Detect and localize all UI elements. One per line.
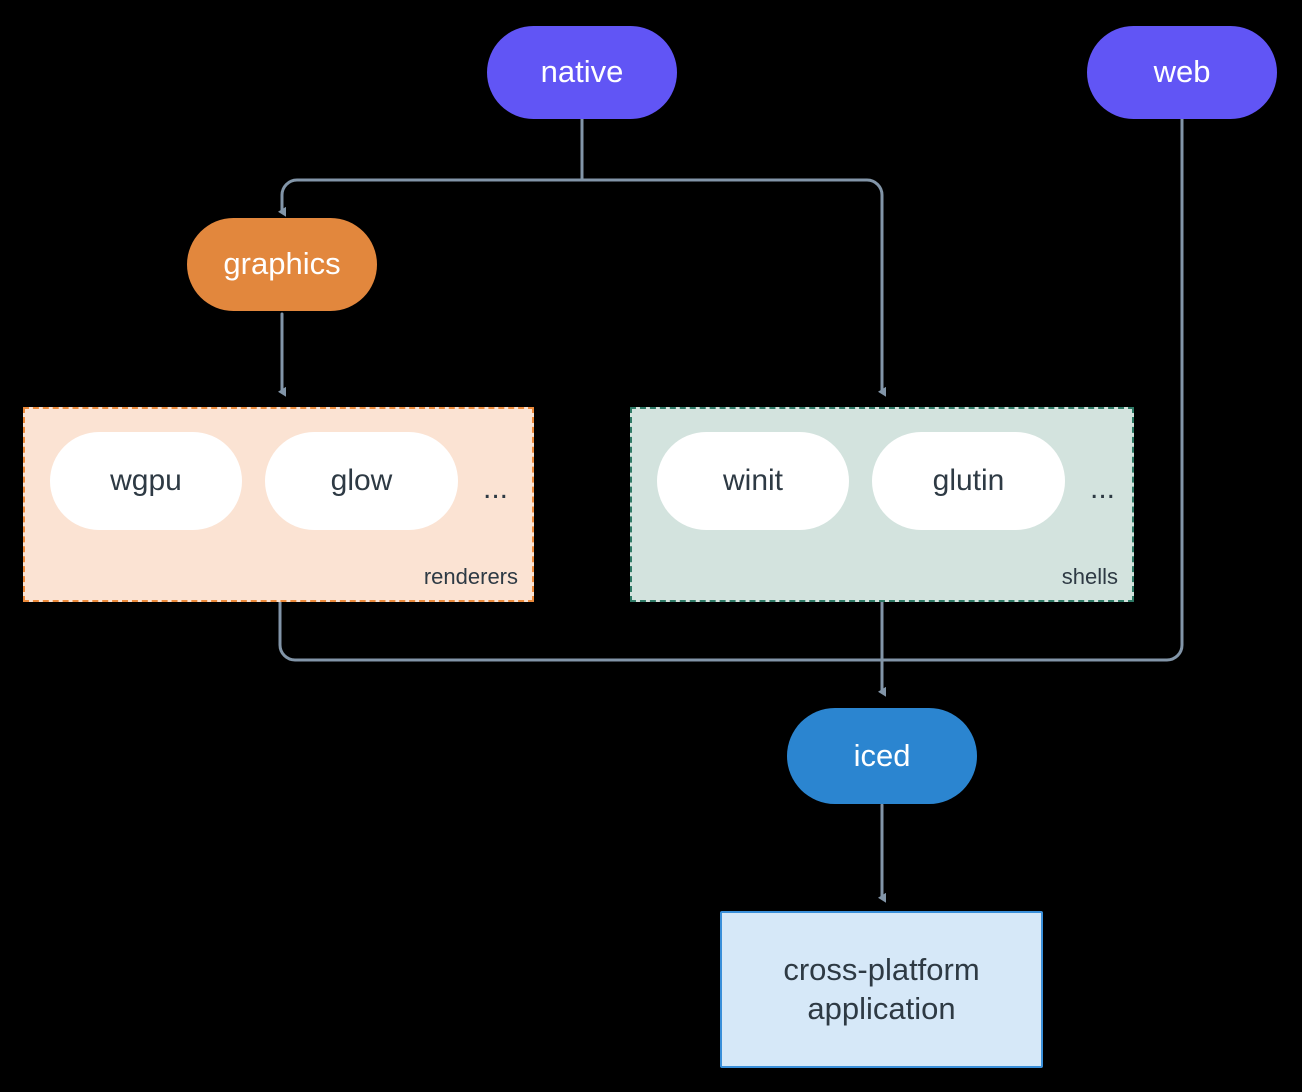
renderers-more-ellipsis: ... xyxy=(483,472,509,505)
group-shells: winit glutin ... shells xyxy=(630,407,1134,602)
leaf-glutin-label: glutin xyxy=(932,464,1005,497)
leaf-winit-label: winit xyxy=(722,464,783,497)
node-web[interactable]: web xyxy=(1087,26,1277,119)
group-renderers: wgpu glow ... renderers xyxy=(23,407,534,602)
node-application-line1: cross-platform xyxy=(783,951,980,987)
node-native[interactable]: native xyxy=(487,26,677,119)
group-shells-label: shells xyxy=(1061,564,1118,589)
leaf-wgpu-label: wgpu xyxy=(110,464,182,497)
edge-native-to-shells xyxy=(580,178,886,397)
node-graphics[interactable]: graphics xyxy=(187,218,377,311)
node-web-label: web xyxy=(1153,54,1211,90)
node-application[interactable]: cross-platform application xyxy=(720,911,1043,1068)
node-application-line2: application xyxy=(807,990,956,1026)
node-iced[interactable]: iced xyxy=(787,708,977,804)
leaf-glow[interactable]: glow xyxy=(265,432,458,530)
leaf-wgpu[interactable]: wgpu xyxy=(50,432,242,530)
leaf-winit[interactable]: winit xyxy=(657,432,849,530)
group-renderers-label: renderers xyxy=(423,564,518,589)
node-iced-label: iced xyxy=(853,737,911,773)
leaf-glow-label: glow xyxy=(330,464,393,497)
shells-more-ellipsis: ... xyxy=(1090,472,1116,505)
node-native-label: native xyxy=(540,54,624,90)
leaf-glutin[interactable]: glutin xyxy=(872,432,1065,530)
node-graphics-label: graphics xyxy=(223,246,341,282)
edge-native-to-graphics xyxy=(278,178,584,217)
edge-renderers-to-iced xyxy=(278,600,884,662)
